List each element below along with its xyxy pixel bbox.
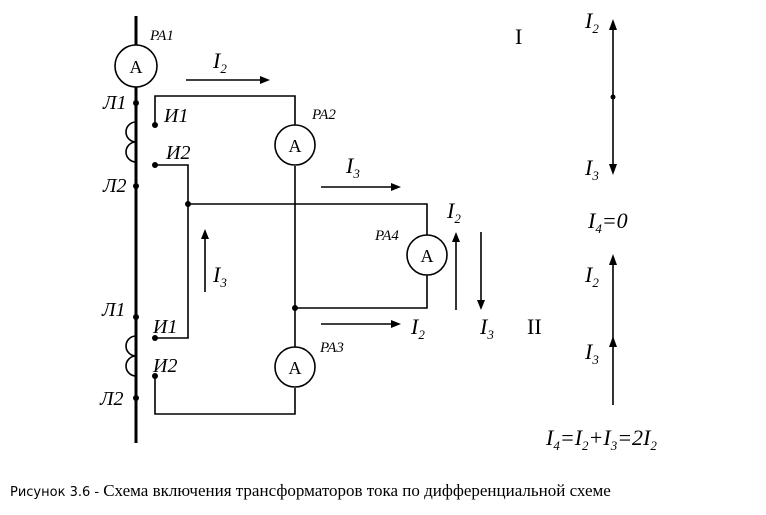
pa1-label: PA1	[149, 28, 174, 44]
terminal-l2-lower: Л2	[99, 388, 124, 410]
vector-diagram-case1	[609, 19, 617, 175]
terminal-i2-lower: И2	[152, 355, 177, 377]
vector-label-i3-case1: I3	[584, 155, 599, 183]
secondary-wiring	[154, 95, 428, 415]
svg-text:A: A	[130, 57, 143, 77]
terminal-i1-lower: И1	[152, 316, 177, 338]
current-label-i3-right: I3	[479, 314, 494, 342]
ammeter-pa2: A	[274, 124, 316, 166]
terminal-l2-upper: Л2	[102, 175, 127, 197]
current-label-i3-mid: I3	[345, 153, 360, 181]
upper-ct-coil	[125, 103, 137, 186]
terminal-i1-upper: И1	[163, 105, 188, 127]
caption-text: Схема включения трансформаторов тока по …	[103, 481, 611, 500]
vector-label-i2-case1: I2	[584, 8, 599, 36]
pa4-label: PA4	[374, 228, 399, 244]
terminal-l1-lower: Л1	[101, 299, 126, 321]
equation-i4-zero: I4=0	[587, 208, 628, 236]
vector-label-i3-case2: I3	[584, 339, 599, 367]
case-label-1: I	[515, 24, 522, 49]
caption-prefix: Рисунок 3.6 -	[10, 485, 104, 500]
terminal-l1-upper: Л1	[102, 92, 127, 114]
lower-ct-coil	[125, 317, 137, 398]
ammeter-pa1: A	[114, 44, 158, 88]
svg-text:A: A	[289, 136, 302, 156]
case-label-2: II	[527, 314, 542, 339]
current-arrows	[186, 76, 485, 328]
figure-caption: Рисунок 3.6 - Схема включения трансформа…	[10, 481, 760, 505]
vector-diagram-case2	[609, 254, 617, 405]
current-label-i3-left: I3	[212, 262, 227, 290]
vector-label-i2-case2: I2	[584, 262, 599, 290]
equation-i4-sum: I4=I2+I3=2I2	[545, 425, 657, 453]
ammeter-pa4: A	[406, 234, 448, 276]
current-label-i2-top: I2	[212, 48, 227, 76]
current-label-i2-bottom: I2	[410, 314, 425, 342]
svg-text:A: A	[289, 358, 302, 378]
ammeter-pa3: A	[274, 346, 316, 388]
pa3-label: PA3	[319, 340, 344, 356]
terminal-i2-upper: И2	[165, 142, 190, 164]
pa2-label: PA2	[311, 107, 336, 123]
svg-text:A: A	[421, 246, 434, 266]
current-label-i2-pa4: I2	[446, 198, 461, 226]
